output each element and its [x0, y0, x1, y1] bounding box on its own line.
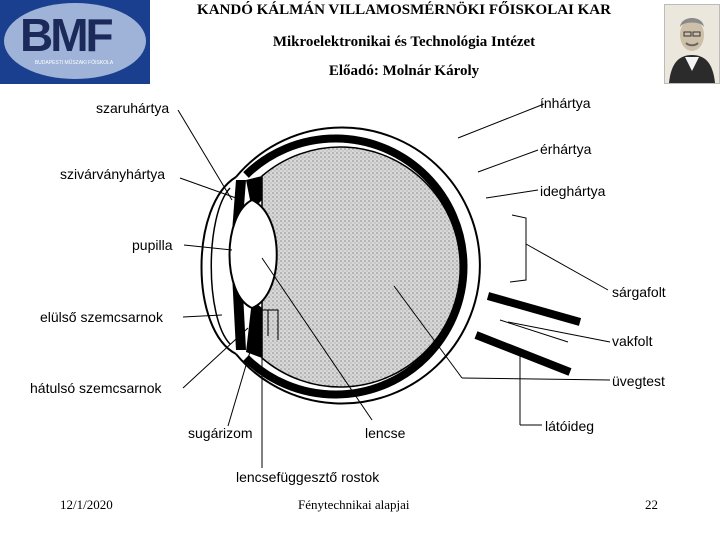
ciliary-body-lower — [246, 300, 262, 358]
label-hatulso-szemcsarnok: hátulsó szemcsarnok — [30, 380, 162, 396]
label-szaruhartya: szaruhártya — [96, 100, 169, 116]
label-uvegtest: üvegtest — [612, 373, 665, 389]
label-sugarizom: sugárizom — [188, 425, 253, 441]
label-lencsefuggeszto-rostok: lencsefüggesztő rostok — [236, 469, 379, 485]
footer-date: 12/1/2020 — [60, 497, 113, 513]
label-pupilla: pupilla — [132, 237, 172, 253]
label-sargafolt: sárgafolt — [612, 284, 666, 300]
label-elulso-szemcsarnok: elülső szemcsarnok — [40, 309, 163, 325]
label-ideghartya: ideghártya — [540, 183, 605, 199]
footer-page-number: 22 — [645, 497, 658, 513]
optic-nerve — [476, 215, 580, 372]
footer-course: Fénytechnikai alapjai — [298, 497, 410, 513]
label-latoideg: látóideg — [545, 418, 594, 434]
label-vakfolt: vakfolt — [612, 333, 652, 349]
label-szivarvanyhartya: szivárványhártya — [60, 166, 165, 182]
label-inhartya: ínhártya — [540, 95, 591, 111]
label-erhartya: érhártya — [540, 141, 591, 157]
label-lencse: lencse — [365, 425, 405, 441]
